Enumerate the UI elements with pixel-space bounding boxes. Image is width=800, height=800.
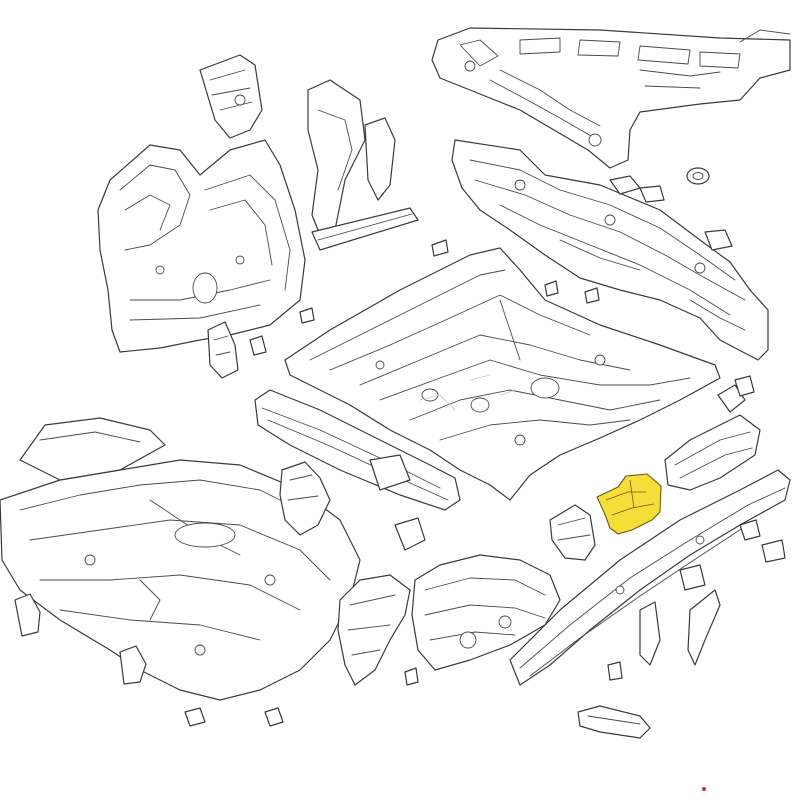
front-floor-panel <box>0 459 361 701</box>
highlighted-bracket <box>596 473 662 535</box>
center-cross-rail <box>254 389 461 511</box>
top-mount-bracket <box>199 54 263 139</box>
front-floor-brackets <box>14 593 284 727</box>
rail-reinforcement <box>664 414 761 491</box>
right-small-brackets <box>607 375 786 681</box>
left-wheel-house <box>97 139 306 353</box>
front-floor-wedge <box>19 417 166 481</box>
clips <box>249 239 706 791</box>
wheel-house-bracket <box>207 321 239 379</box>
right-side-rail <box>509 469 791 686</box>
bottom-bracket <box>577 705 651 739</box>
mount-bracket-center-right <box>549 504 596 561</box>
left-side-member <box>337 574 411 686</box>
rear-floor-panel <box>284 247 721 501</box>
red-dot-marker <box>702 787 706 791</box>
right-lower-floor <box>411 554 561 671</box>
small-rail <box>311 207 419 251</box>
rear-cross-member <box>451 139 769 361</box>
grommet <box>686 167 710 185</box>
central-bracket <box>279 461 426 551</box>
vertical-pillar <box>307 79 396 236</box>
center-watermark <box>419 374 516 411</box>
rear-panel <box>431 27 791 169</box>
